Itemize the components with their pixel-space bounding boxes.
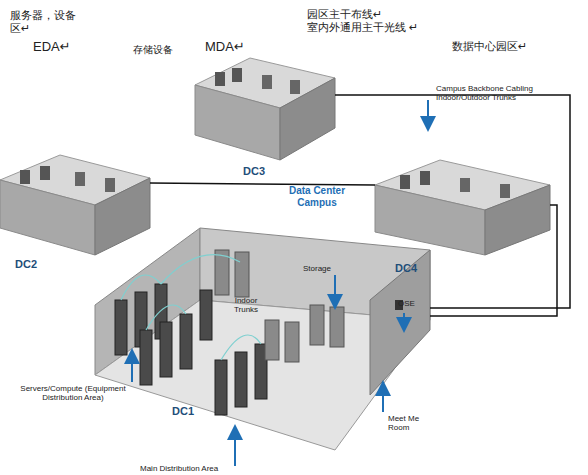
annotation-label: Campus Backbone Cabling Indoor/Outdoor T…: [436, 84, 556, 102]
backbone-cable: [150, 183, 375, 185]
pointer-arrows: [132, 100, 428, 466]
annotation-label: 数据中心园区↵: [452, 40, 542, 53]
annotation-label: Indoor Trunks: [226, 296, 266, 314]
annotation-label: 服务器，设备 区↵: [10, 9, 82, 34]
annotation-label: Storage: [303, 264, 353, 273]
backbone-cable: [335, 95, 570, 308]
building-node: DC1: [95, 228, 430, 450]
annotation-label: Meet Me Room: [388, 414, 430, 432]
annotation-label: Servers/Compute (Equipment Distribution …: [8, 384, 138, 402]
building-node: DC2: [0, 155, 150, 255]
building-node: DC3: [195, 55, 335, 163]
annotation-label: Main Distribution Area: [140, 464, 300, 473]
building-dc1: [95, 228, 430, 450]
annotation-label: 园区主干布线↵ 室内外通用主干光线 ↵: [307, 8, 429, 33]
building-label: DC3: [243, 165, 265, 177]
backbone-cable: [430, 205, 557, 316]
building-node: DC4: [375, 160, 550, 255]
building-label: DC2: [15, 258, 37, 270]
annotation-label: 存储设备: [133, 44, 193, 56]
building-dc3: [195, 58, 335, 160]
building-label: DC4: [395, 262, 417, 274]
annotation-label: Data Center Campus: [282, 185, 352, 208]
building-dc4: [375, 160, 550, 255]
building-label: DC1: [172, 405, 194, 417]
annotation-label: OSE: [398, 299, 428, 308]
annotation-label: MDA↵: [205, 40, 265, 55]
building-dc2: [0, 155, 150, 255]
annotation-label: EDA↵: [33, 40, 93, 55]
